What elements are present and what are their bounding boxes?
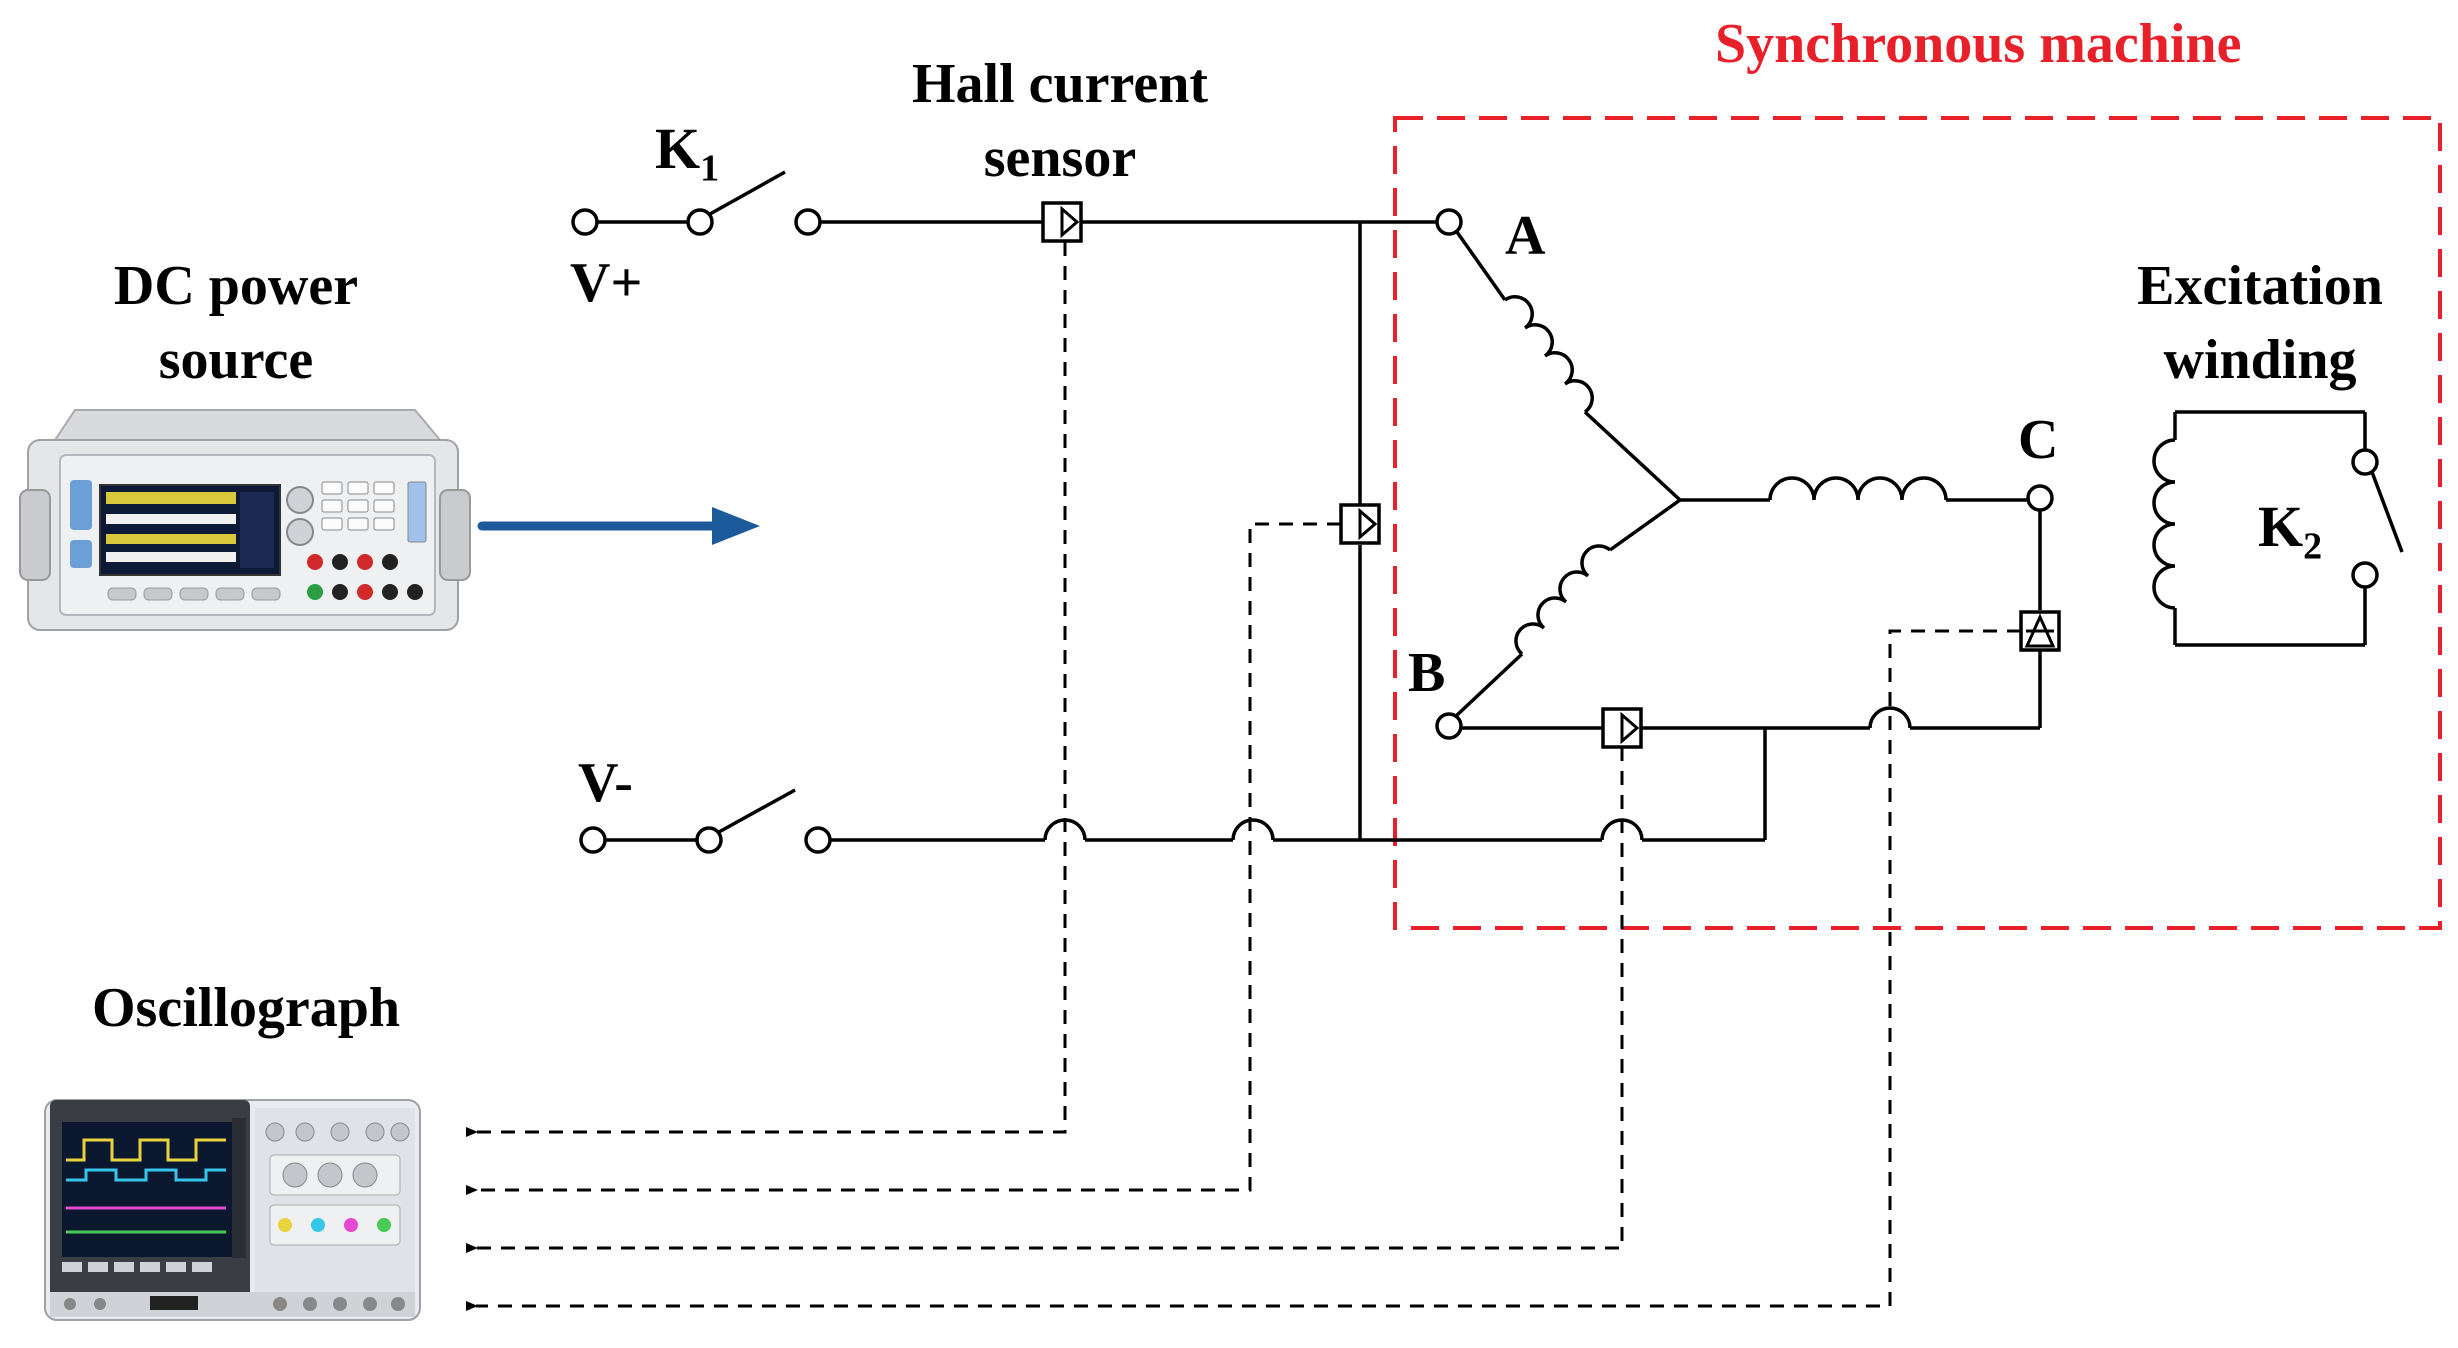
v-minus-label: V- [578, 752, 633, 814]
winding-c [1680, 476, 2054, 512]
bottom-rail [579, 788, 1765, 854]
dc-power-source-label-line1: DC power [113, 255, 359, 317]
dc-power-source-label-line2: source [158, 329, 314, 391]
hall-sensor-2 [1339, 503, 1381, 545]
phase-b-line [1461, 650, 2042, 840]
hall-sensor-1 [1041, 201, 1083, 243]
dc-power-source-device [19, 409, 471, 631]
terminal-a-label: A [1505, 205, 1546, 267]
switch-k1-subscript: 1 [700, 147, 720, 190]
switch-k1-letter: K [655, 116, 701, 181]
excitation-winding [2152, 410, 2404, 647]
excitation-winding-label-line2: winding [2163, 329, 2357, 391]
winding-b [1435, 498, 1682, 740]
hall-sensor-label-line1: Hall current [911, 53, 1209, 115]
power-flow-arrow [477, 507, 760, 545]
terminal-b-label: B [1408, 642, 1446, 704]
terminal-c-label: C [2018, 409, 2059, 471]
switch-k1-label: K1 [655, 120, 719, 188]
v-plus-label: V+ [570, 252, 643, 314]
hall-sensor-3 [1601, 707, 1643, 749]
hall-sensor-label-line2: sensor [983, 127, 1137, 189]
synchronous-machine-box [1393, 116, 2442, 930]
switch-k2-label: K2 [2258, 498, 2322, 566]
switch-k2-letter: K [2258, 494, 2304, 559]
winding-a [1455, 230, 1682, 502]
oscilloscope-device [44, 1099, 421, 1321]
excitation-winding-label-line1: Excitation [2137, 255, 2383, 317]
top-rail [571, 170, 1463, 236]
synchronous-machine-label: Synchronous machine [1715, 13, 2242, 75]
hall-sensor-4 [2019, 610, 2061, 652]
signal-lines [466, 242, 2021, 1311]
oscillograph-label: Oscillograph [92, 977, 401, 1039]
switch-k2-subscript: 2 [2303, 525, 2323, 568]
